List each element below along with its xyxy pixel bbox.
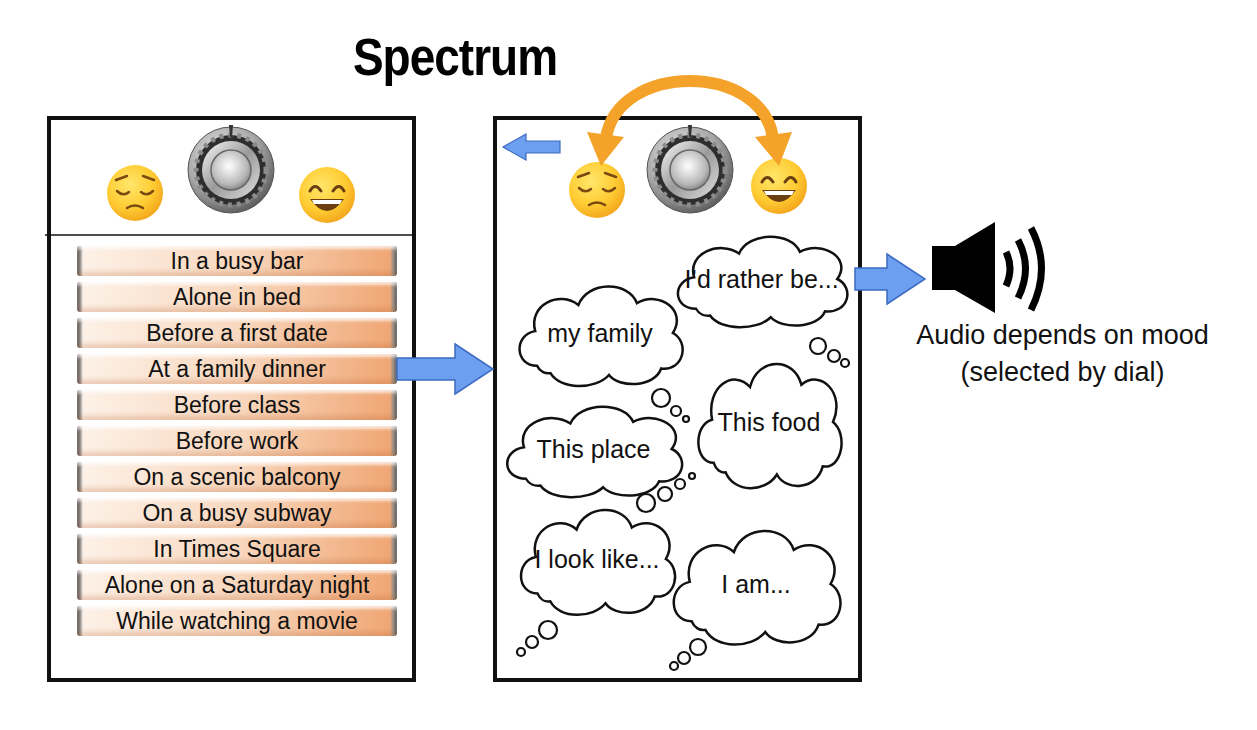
thought-cloud: I look like... bbox=[512, 500, 682, 618]
dial-swap-arrow bbox=[606, 81, 773, 138]
thought-cloud: This food bbox=[690, 352, 848, 492]
situation-button: On a scenic balcony bbox=[77, 462, 397, 492]
button-label: Alone in bed bbox=[173, 282, 301, 312]
situation-button: At a family dinner bbox=[77, 354, 397, 384]
thought-cloud: I am... bbox=[664, 520, 848, 648]
button-label: On a scenic balcony bbox=[133, 462, 340, 492]
cloud-shape bbox=[678, 237, 847, 328]
phone-screen: I’d rather be... my familyThis foodThis p… bbox=[493, 116, 862, 682]
thought-trail bbox=[517, 338, 849, 670]
button-label: Before class bbox=[174, 390, 301, 420]
happy-emoji bbox=[751, 158, 807, 214]
speaker-output: Audio depends on mood (selected by dial) bbox=[925, 225, 1200, 385]
thought-cloud: This place bbox=[497, 398, 690, 500]
happy-emoji bbox=[299, 167, 355, 223]
thought-cloud: I’d rather be... bbox=[668, 228, 855, 330]
cloud-label: This food bbox=[718, 408, 821, 437]
button-label: Alone on a Saturday night bbox=[105, 570, 370, 600]
cloud-shape bbox=[521, 510, 675, 615]
mood-dial bbox=[647, 125, 733, 213]
situation-button: While watching a movie bbox=[77, 606, 397, 636]
button-label: At a family dinner bbox=[148, 354, 326, 384]
situation-button: On a busy subway bbox=[77, 498, 397, 528]
button-label: In a busy bar bbox=[171, 246, 304, 276]
arrow-head bbox=[587, 132, 624, 166]
situation-button: Before a first date bbox=[77, 318, 397, 348]
mood-dial bbox=[188, 125, 274, 213]
cloud-label: my family bbox=[547, 319, 653, 348]
phone-screen: In a busy barAlone in bedBefore a first … bbox=[47, 116, 416, 682]
header-divider bbox=[45, 234, 416, 236]
button-label: In Times Square bbox=[153, 534, 320, 564]
cloud-shape bbox=[698, 364, 841, 488]
button-label: On a busy subway bbox=[142, 498, 331, 528]
cloud-label: I look like... bbox=[534, 545, 659, 574]
speaker-icon bbox=[932, 222, 995, 313]
situation-button: Alone on a Saturday night bbox=[77, 570, 397, 600]
audio-caption: Audio depends on mood (selected by dial) bbox=[900, 317, 1225, 391]
cloud-shape bbox=[520, 287, 683, 386]
situation-button: Before class bbox=[77, 390, 397, 420]
situation-button: In a busy bar bbox=[77, 246, 397, 276]
cloud-label: I am... bbox=[721, 570, 790, 599]
sound-waves bbox=[1006, 228, 1042, 310]
cloud-label: I’d rather be... bbox=[684, 265, 838, 294]
arrow-head bbox=[755, 132, 792, 166]
button-label: While watching a movie bbox=[116, 606, 358, 636]
situation-button: Before work bbox=[77, 426, 397, 456]
diagram-title: Spectrum bbox=[330, 27, 580, 87]
cloud-shape bbox=[674, 531, 841, 645]
back-arrow bbox=[503, 134, 560, 160]
sad-emoji bbox=[107, 165, 163, 221]
sad-emoji bbox=[569, 162, 625, 218]
button-label: Before work bbox=[176, 426, 299, 456]
cloud-shape bbox=[507, 407, 682, 498]
situation-button: In Times Square bbox=[77, 534, 397, 564]
situation-button: Alone in bed bbox=[77, 282, 397, 312]
flow-arrow bbox=[397, 344, 493, 394]
cloud-label: This place bbox=[537, 435, 651, 464]
thought-cloud: my family bbox=[510, 277, 690, 389]
button-label: Before a first date bbox=[146, 318, 328, 348]
flow-arrow bbox=[855, 254, 925, 304]
